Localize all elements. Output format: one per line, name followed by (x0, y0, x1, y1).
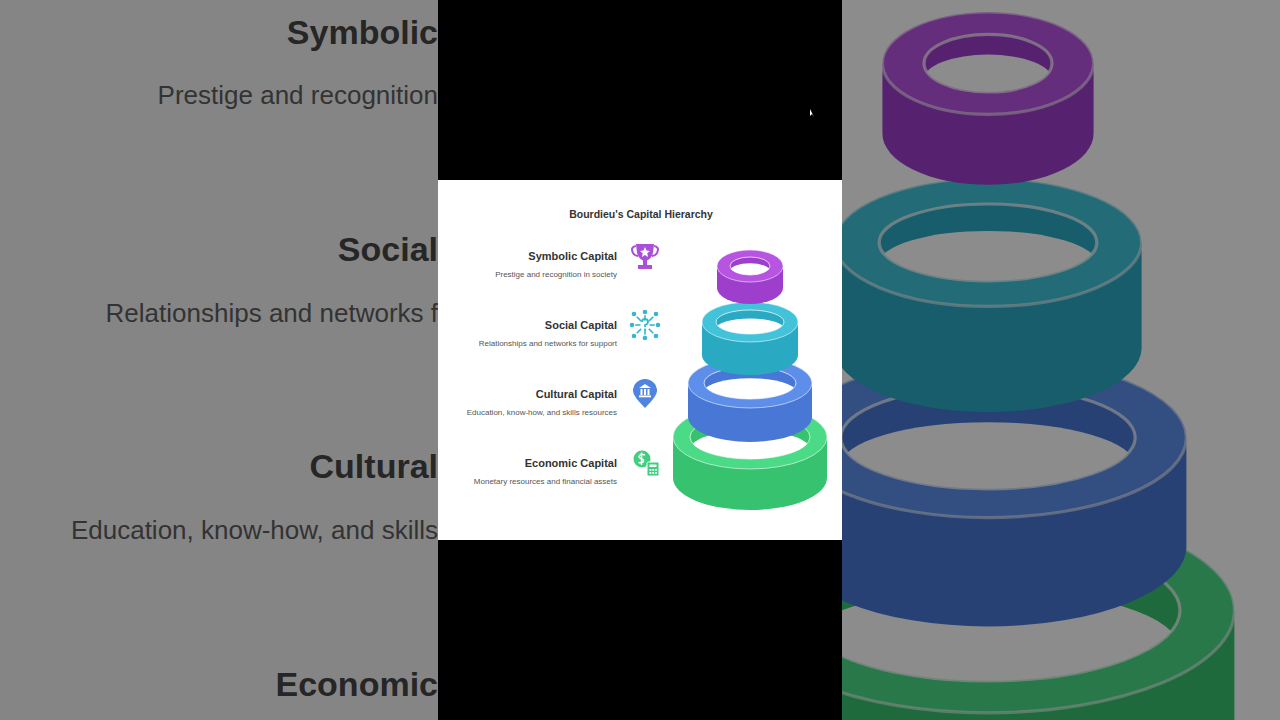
network-dot (632, 312, 637, 317)
question-mark (642, 319, 648, 327)
trophy-stem (643, 260, 647, 265)
capital-item: Symbolic CapitalPrestige and recognition… (441, 249, 617, 280)
calculator-key (650, 472, 652, 474)
slide-card (438, 180, 842, 540)
ring-hole (730, 263, 770, 278)
mouse-cursor (810, 109, 814, 117)
background-label: Cultural (310, 447, 438, 486)
capital-description: Relationships and networks for support (441, 338, 617, 349)
calculator-key (655, 469, 657, 471)
trophy-star (640, 247, 650, 257)
ring (702, 302, 798, 375)
calculator-screen (650, 465, 657, 468)
network-dot (654, 334, 659, 339)
black-column (438, 0, 842, 720)
network-dot (654, 312, 659, 317)
network-icon (630, 310, 661, 341)
calculator-key (652, 472, 654, 474)
trophy-handles (632, 246, 658, 256)
background-label: Education, know-how, and skills (71, 516, 438, 546)
capital-item: Social CapitalRelationships and networks… (441, 318, 617, 349)
capital-description: Monetary resources and financial assets (441, 476, 617, 487)
capital-heading: Cultural Capital (441, 387, 617, 401)
background-label: Economic (276, 665, 438, 704)
trophy-icon (632, 244, 658, 269)
network-dot (632, 334, 637, 339)
capital-item: Cultural CapitalEducation, know-how, and… (441, 387, 617, 418)
background-label: Prestige and recognition (158, 81, 438, 111)
bank-pin-icon (633, 379, 657, 408)
calculator-key (655, 472, 657, 474)
capital-description: Education, know-how, and skills resource… (441, 407, 617, 418)
dollar-sign (639, 453, 646, 466)
network-link (637, 329, 641, 333)
money-icon (634, 451, 660, 477)
network-link (650, 324, 655, 326)
network-link (635, 324, 640, 326)
left-background (0, 0, 438, 720)
calculator-key (650, 469, 652, 471)
network-link (637, 317, 641, 321)
network-dot (643, 336, 648, 341)
capital-description: Prestige and recognition in society (441, 269, 617, 280)
icons (630, 244, 661, 476)
ring-stack (673, 250, 827, 510)
capital-heading: Social Capital (441, 318, 617, 332)
bank-column (648, 389, 650, 395)
network-link (649, 329, 653, 333)
network-dot (656, 323, 661, 328)
bank-column (644, 389, 646, 395)
capital-heading: Economic Capital (441, 456, 617, 470)
bank-column (641, 389, 643, 395)
ring (717, 250, 783, 304)
ring-hole (716, 318, 784, 338)
ring-top (702, 302, 798, 342)
dim-overlay (842, 0, 1280, 720)
network-link (649, 317, 653, 321)
diagram-title: Bourdieu's Capital Hierarchy (569, 208, 713, 220)
trophy-cup (636, 244, 654, 261)
bank-roof (639, 384, 651, 388)
network-dot (630, 323, 635, 328)
pin-shape (633, 379, 657, 408)
calculator-key (652, 469, 654, 471)
background-label: Relationships and networks f (106, 299, 438, 329)
ring-top (717, 250, 783, 282)
right-background (842, 0, 1280, 720)
calculator (647, 462, 659, 476)
trophy-base (638, 265, 652, 269)
background-label: Symbolic (287, 13, 438, 52)
network-dot (643, 310, 648, 315)
ring-hole (704, 378, 796, 405)
blurred-background-text: SymbolicPrestige and recognitionSocialRe… (0, 0, 438, 720)
capital-item: Economic CapitalMonetary resources and f… (441, 456, 617, 487)
bank-base (639, 396, 651, 398)
question-dot (644, 328, 646, 330)
capital-heading: Symbolic Capital (441, 249, 617, 263)
background-label: Social (338, 230, 438, 269)
